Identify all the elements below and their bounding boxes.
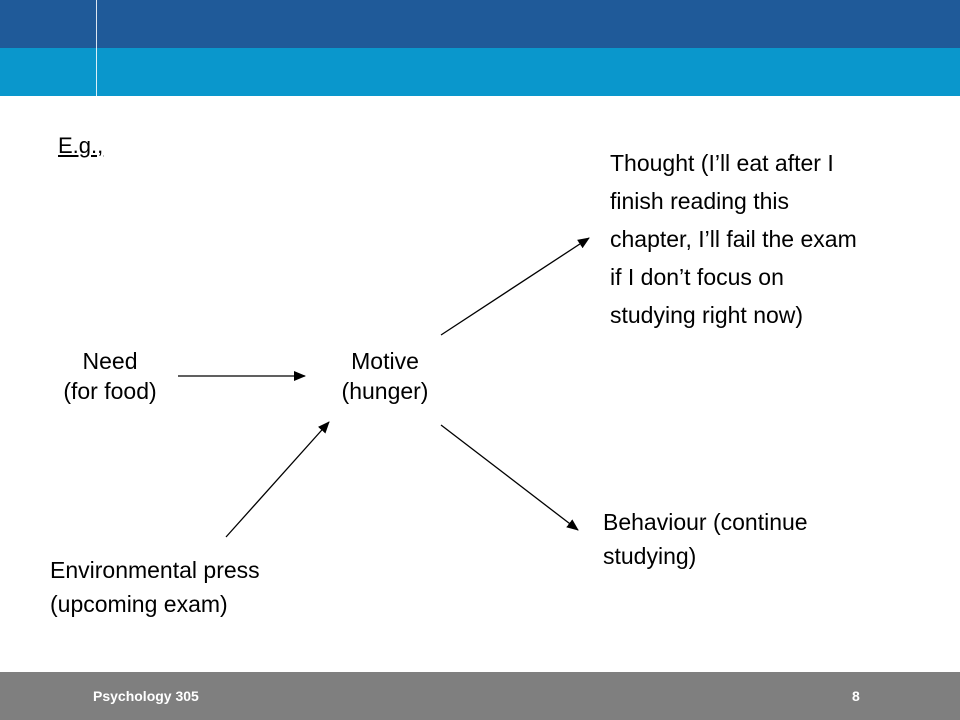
header-divider	[96, 0, 97, 96]
arrow-environment-to-motive	[225, 421, 330, 538]
arrow-motive-to-behaviour	[440, 424, 579, 531]
header-band-dark	[0, 0, 960, 48]
header-band-light	[0, 48, 960, 96]
motive-node: Motive (hunger)	[318, 346, 452, 406]
thought-node: Thought (I’ll eat after I finish reading…	[610, 144, 857, 334]
environment-line: (upcoming exam)	[50, 591, 228, 617]
footer-bar	[0, 672, 960, 720]
thought-line: Thought (I’ll eat after I	[610, 150, 834, 176]
footer-course: Psychology 305	[93, 688, 199, 704]
thought-line: studying right now)	[610, 302, 804, 328]
behaviour-node: Behaviour (continue studying)	[603, 505, 808, 573]
behaviour-line: Behaviour (continue	[603, 509, 808, 535]
environment-node: Environmental press (upcoming exam)	[50, 553, 260, 621]
thought-line: finish reading this	[610, 188, 789, 214]
need-title: Need	[82, 348, 138, 374]
footer-page-number: 8	[852, 688, 860, 704]
behaviour-line: studying)	[603, 543, 697, 569]
motive-detail: (hunger)	[341, 378, 429, 404]
example-label: E.g.,	[58, 133, 104, 158]
thought-line: if I don’t focus on	[610, 264, 784, 290]
need-detail: (for food)	[63, 378, 157, 404]
environment-line: Environmental press	[50, 557, 260, 583]
thought-line: chapter, I’ll fail the exam	[610, 226, 857, 252]
motive-title: Motive	[351, 348, 419, 374]
need-node: Need (for food)	[40, 346, 180, 406]
arrow-motive-to-thought	[440, 237, 590, 336]
